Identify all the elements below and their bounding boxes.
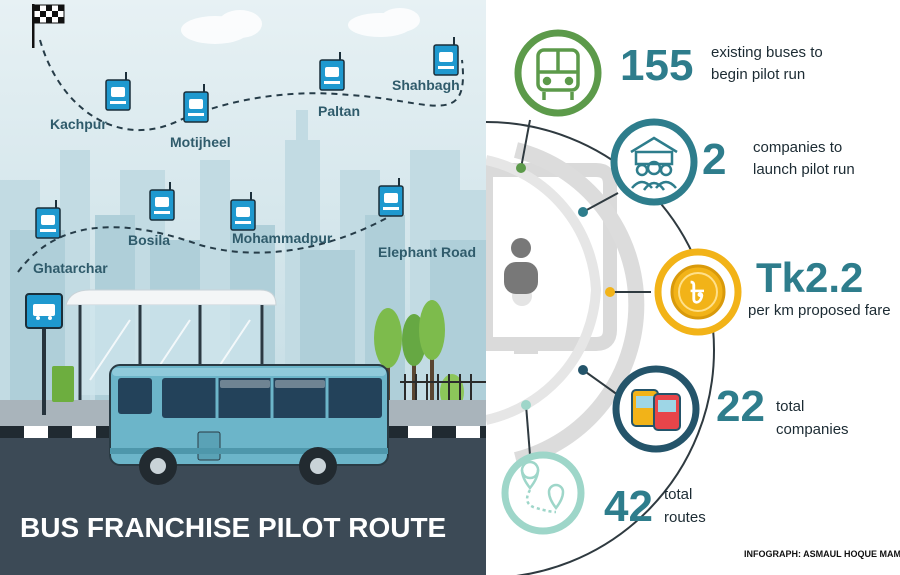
route-scene: Kachpur Motijheel Paltan Shahbagh Ghatar… <box>0 0 486 575</box>
credit-text: INFOGRAPH: ASMAUL HOQUE MAMUN <box>744 549 900 559</box>
trash-bin <box>52 366 74 402</box>
stop-sign-motijheel <box>183 84 209 123</box>
taka-coin-icon: ৳ <box>670 264 726 320</box>
stat-total-companies: 22 total companies <box>612 365 849 453</box>
trees <box>374 300 464 410</box>
bus-stop-pole <box>25 293 63 415</box>
stat-line2-buses: begin pilot run <box>711 66 805 83</box>
stat-line1-buses: existing buses to <box>711 44 823 61</box>
stat-total-routes: 42 total routes <box>501 451 706 535</box>
stop-label-ghatarchar: Ghatarchar <box>33 260 108 276</box>
stat-line1-fare: per km proposed fare <box>748 302 891 319</box>
route-illustration: Kachpur Motijheel Paltan Shahbagh Ghatar… <box>0 0 486 575</box>
stop-label-paltan: Paltan <box>318 103 360 119</box>
connectors <box>520 119 651 456</box>
stop-label-motijheel: Motijheel <box>170 134 231 150</box>
route-line-south <box>17 214 393 273</box>
stat-line1-pilot-companies: companies to <box>753 139 842 156</box>
stop-sign-ghatarchar <box>35 200 61 239</box>
inner-arc-band <box>486 155 602 425</box>
spine-arc <box>486 121 715 575</box>
stat-line2-pilot-companies: launch pilot run <box>753 161 855 178</box>
stat-line2-routes: routes <box>664 509 706 526</box>
stat-value-total-companies: 22 <box>716 382 765 431</box>
finish-flag-icon <box>32 4 65 48</box>
stat-value-fare: Tk2.2 <box>756 254 863 301</box>
stats-panel: 155 existing buses to begin pilot run 2 … <box>486 0 900 575</box>
stop-sign-mohammadpur <box>230 192 256 231</box>
stop-sign-elephant-road <box>378 178 404 217</box>
stop-label-kachpur: Kachpur <box>50 116 107 132</box>
stat-existing-buses: 155 existing buses to begin pilot run <box>514 29 823 117</box>
stop-label-mohammadpur: Mohammadpur <box>232 230 333 246</box>
route-line-north <box>39 39 464 131</box>
stop-sign-shahbagh <box>433 37 459 76</box>
stat-proposed-fare: ৳ Tk2.2 per km proposed fare <box>654 248 891 336</box>
fence <box>400 374 486 405</box>
outer-arc-band <box>514 142 645 468</box>
stop-label-bosila: Bosila <box>128 232 170 248</box>
stat-line2-total-companies: companies <box>776 421 849 438</box>
page-title: BUS FRANCHISE PILOT ROUTE <box>20 512 446 543</box>
stop-label-elephant-road: Elephant Road <box>378 244 476 260</box>
stat-line1-total-companies: total <box>776 398 804 415</box>
bus-illustration <box>109 364 389 485</box>
bus-icon <box>536 48 580 100</box>
stat-line1-routes: total <box>664 486 692 503</box>
stats-diagram: 155 existing buses to begin pilot run 2 … <box>486 29 900 575</box>
two-buses-icon <box>631 389 681 431</box>
clouds <box>181 8 420 44</box>
stop-sign-bosila <box>149 182 175 221</box>
people-building-icon <box>630 136 678 191</box>
stop-sign-kachpur <box>105 72 131 111</box>
stop-label-shahbagh: Shahbagh <box>392 77 460 93</box>
stat-pilot-companies: 2 companies to launch pilot run <box>610 118 855 206</box>
connector-dots <box>516 163 615 410</box>
stat-value-routes: 42 <box>604 482 653 531</box>
stat-value-pilot-companies: 2 <box>702 135 726 184</box>
route-pins-icon <box>520 460 565 514</box>
svg-text:৳: ৳ <box>690 276 705 311</box>
stop-sign-paltan <box>319 52 345 91</box>
stat-value-buses: 155 <box>620 41 693 90</box>
